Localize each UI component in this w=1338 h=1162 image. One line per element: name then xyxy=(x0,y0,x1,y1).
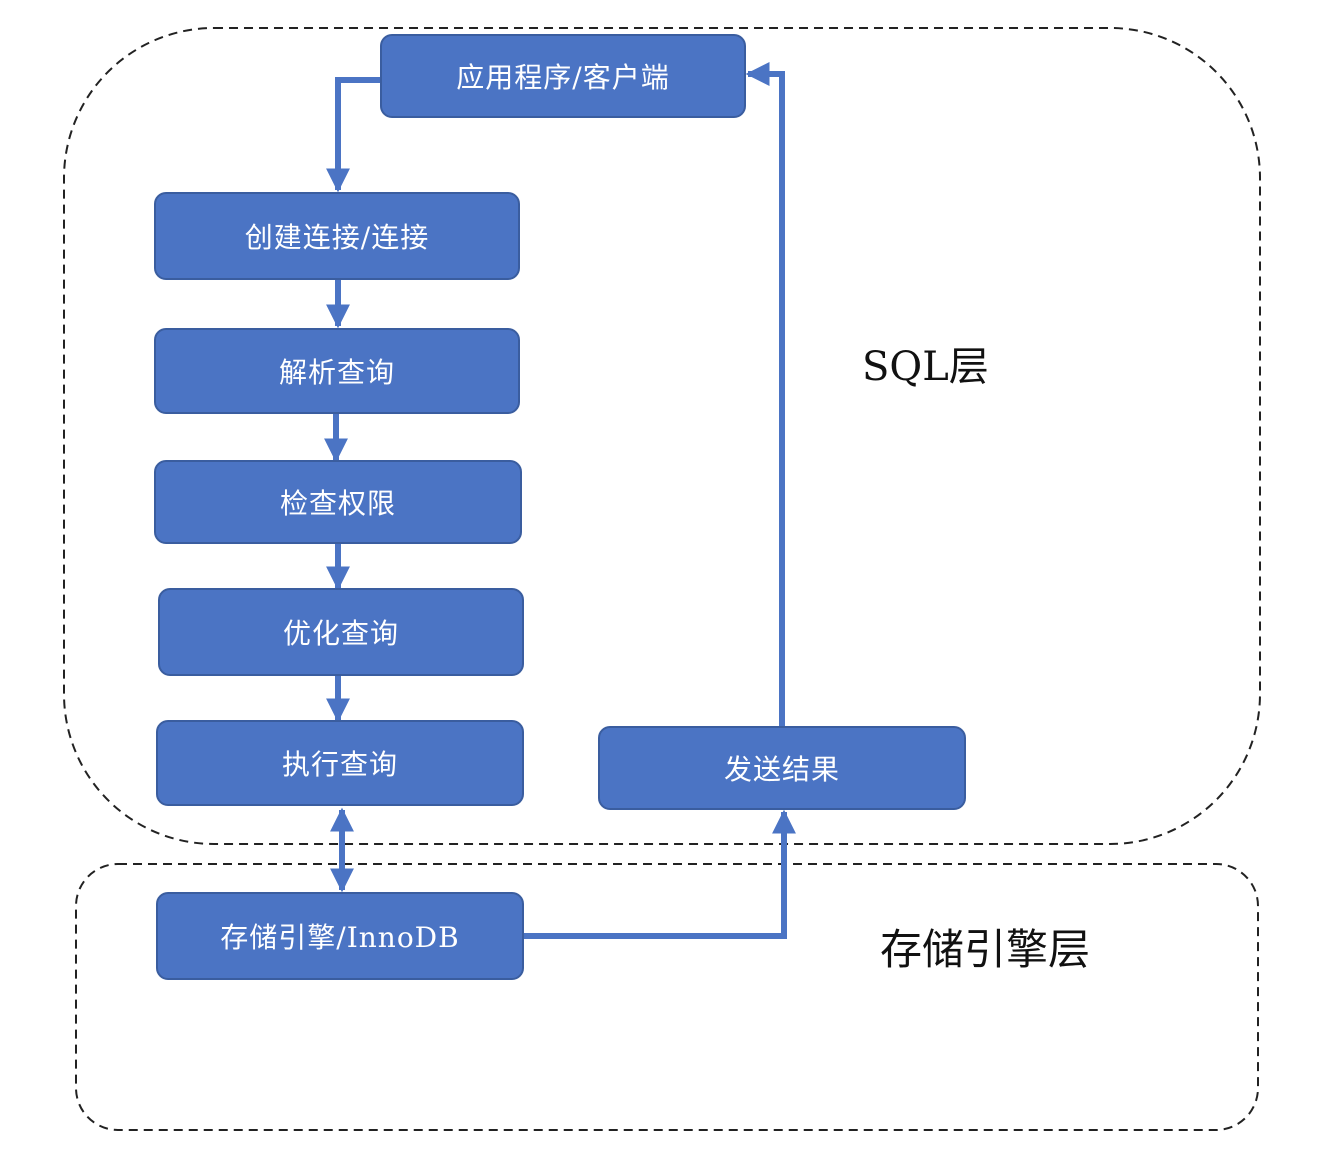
node-storage-engine: 存储引擎/InnoDB xyxy=(156,892,524,980)
arrow-app-to-connection xyxy=(326,77,380,193)
node-send-result-label: 发送结果 xyxy=(723,753,840,786)
node-execute-query-label: 执行查询 xyxy=(281,748,398,781)
node-create-connection: 创建连接/连接 xyxy=(154,192,520,280)
arrow-send-result-to-app xyxy=(745,62,785,726)
node-check-permission: 检查权限 xyxy=(154,460,522,544)
node-storage-engine-label: 存储引擎/InnoDB xyxy=(220,921,460,954)
node-optimize-query-label: 优化查询 xyxy=(282,617,399,650)
node-parse-query-label: 解析查询 xyxy=(278,356,395,389)
node-parse-query: 解析查询 xyxy=(154,328,520,414)
node-app-client: 应用程序/客户端 xyxy=(380,34,746,118)
node-check-permission-label: 检查权限 xyxy=(279,487,396,520)
node-optimize-query: 优化查询 xyxy=(158,588,524,676)
sql-layer-container xyxy=(63,27,1261,845)
arrow-storage-to-send-result xyxy=(524,809,796,939)
node-execute-query: 执行查询 xyxy=(156,720,524,806)
sql-layer-label: SQL层 xyxy=(862,344,989,390)
node-create-connection-label: 创建连接/连接 xyxy=(244,221,430,254)
node-app-client-label: 应用程序/客户端 xyxy=(456,61,670,94)
node-send-result: 发送结果 xyxy=(598,726,966,810)
storage-layer-label: 存储引擎层 xyxy=(880,925,1091,974)
storage-layer-container xyxy=(75,863,1259,1131)
